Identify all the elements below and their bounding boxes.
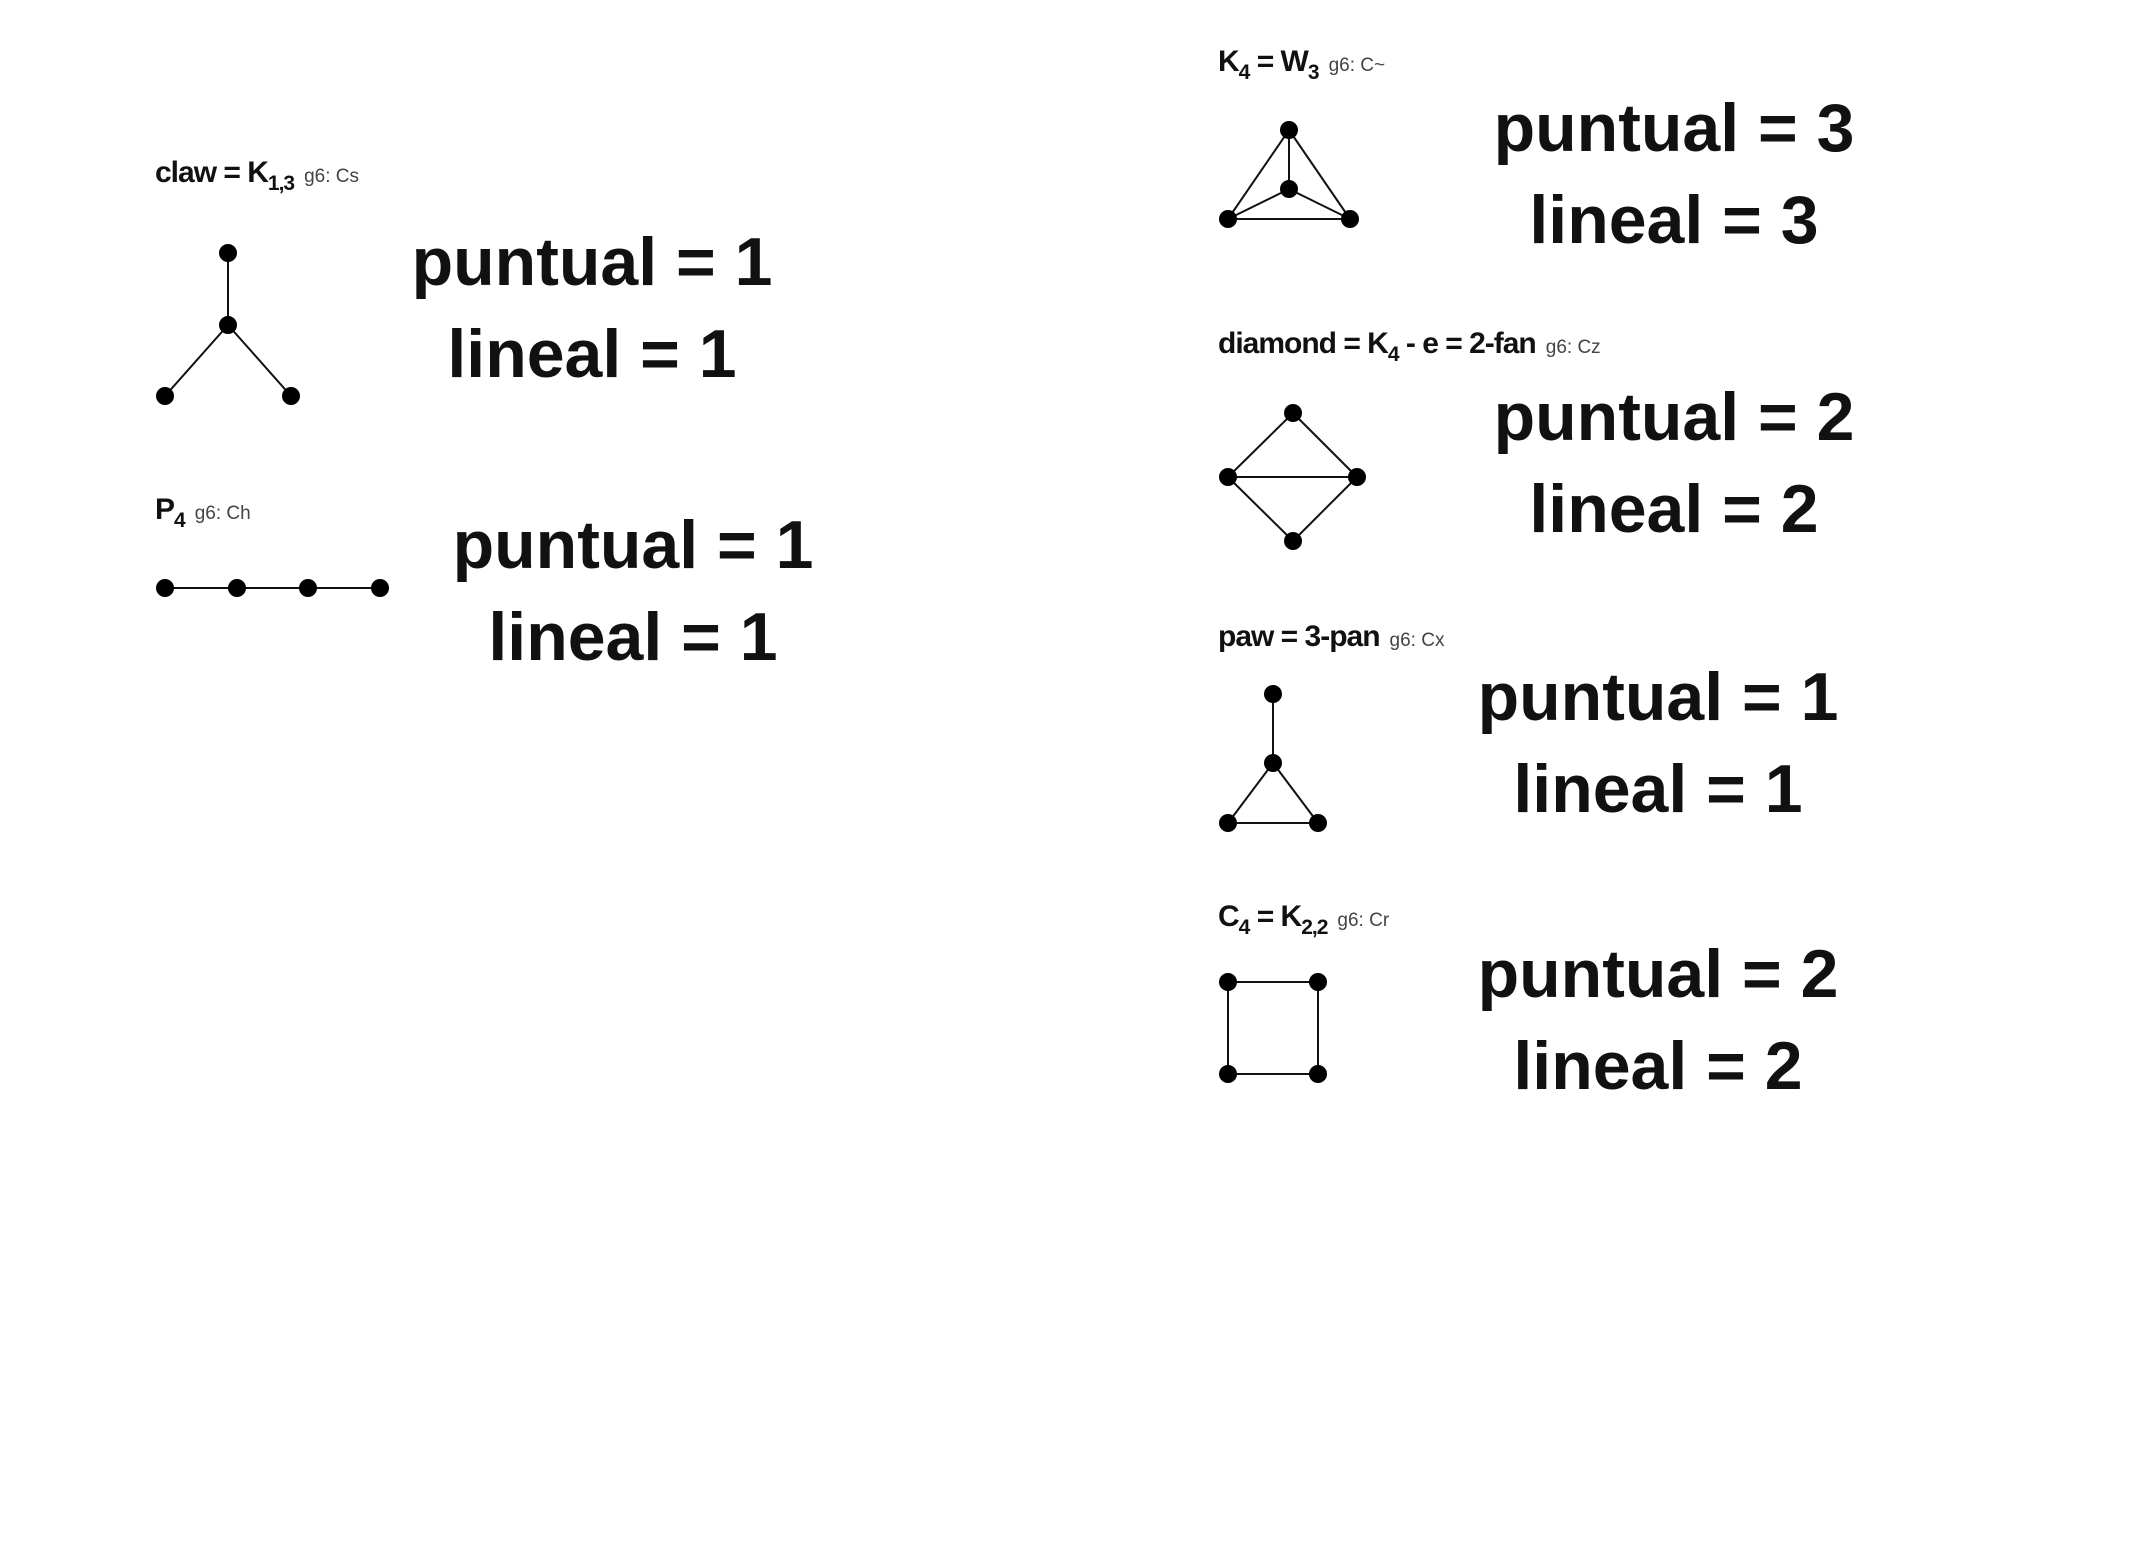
graph-vertex: [1219, 1065, 1237, 1083]
graph-vertex: [156, 387, 174, 405]
graph-vertex: [1341, 210, 1359, 228]
lineal-value: lineal = 2: [1529, 471, 1819, 547]
puntual-value: puntual = 2: [1477, 936, 1839, 1012]
lineal-value: lineal = 1: [488, 599, 778, 675]
graph-vertex: [282, 387, 300, 405]
graph-vertex: [1264, 754, 1282, 772]
puntual-value: puntual = 1: [411, 224, 773, 300]
graph-vertex: [219, 316, 237, 334]
g6-code: g6: Cz: [1545, 337, 1601, 358]
graph-vertex: [228, 579, 246, 597]
graph-vertex: [219, 244, 237, 262]
graph-vertex: [1284, 532, 1302, 550]
graph-vertex: [1219, 468, 1237, 486]
c4-graph-diagram: [1219, 973, 1327, 1083]
graph-vertex: [1280, 121, 1298, 139]
g6-code: g6: Cs: [304, 166, 360, 187]
lineal-value: lineal = 2: [1513, 1028, 1803, 1104]
graph-vertex: [1280, 180, 1298, 198]
graph-vertex: [1309, 814, 1327, 832]
puntual-value: puntual = 3: [1493, 90, 1855, 166]
graph-vertex: [1309, 973, 1327, 991]
paw-graph-diagram: [1219, 685, 1327, 832]
diamond-values: puntual = 2 lineal = 2: [1434, 371, 1914, 555]
lineal-value: lineal = 1: [1513, 751, 1803, 827]
c4-values: puntual = 2 lineal = 2: [1418, 928, 1898, 1112]
p4-values: puntual = 1 lineal = 1: [393, 499, 873, 683]
graph-vertex: [1219, 210, 1237, 228]
g6-code: g6: Cr: [1337, 910, 1390, 931]
g6-code: g6: Cx: [1389, 630, 1445, 651]
graph-vertex: [1219, 973, 1237, 991]
lineal-value: lineal = 3: [1529, 182, 1819, 258]
g6-code: g6: Ch: [194, 503, 251, 524]
k4-graph-diagram: [1219, 121, 1359, 228]
paw-values: puntual = 1 lineal = 1: [1418, 651, 1898, 835]
g6-code: g6: C~: [1328, 55, 1386, 76]
graph-vertex: [299, 579, 317, 597]
graph-vertex: [1284, 404, 1302, 422]
p4-graph-diagram: [156, 579, 389, 597]
graph-vertex: [371, 579, 389, 597]
diamond-graph-diagram: [1219, 404, 1366, 550]
graph-vertex: [1309, 1065, 1327, 1083]
graph-vertex: [156, 579, 174, 597]
puntual-value: puntual = 2: [1493, 379, 1855, 455]
claw-graph-diagram: [156, 244, 300, 405]
graph-vertex: [1219, 814, 1237, 832]
graph-vertex: [1264, 685, 1282, 703]
lineal-value: lineal = 1: [447, 316, 737, 392]
claw-values: puntual = 1 lineal = 1: [352, 216, 832, 400]
graph-vertex: [1348, 468, 1366, 486]
puntual-value: puntual = 1: [1477, 659, 1839, 735]
k4-values: puntual = 3 lineal = 3: [1434, 82, 1914, 266]
puntual-value: puntual = 1: [452, 507, 814, 583]
